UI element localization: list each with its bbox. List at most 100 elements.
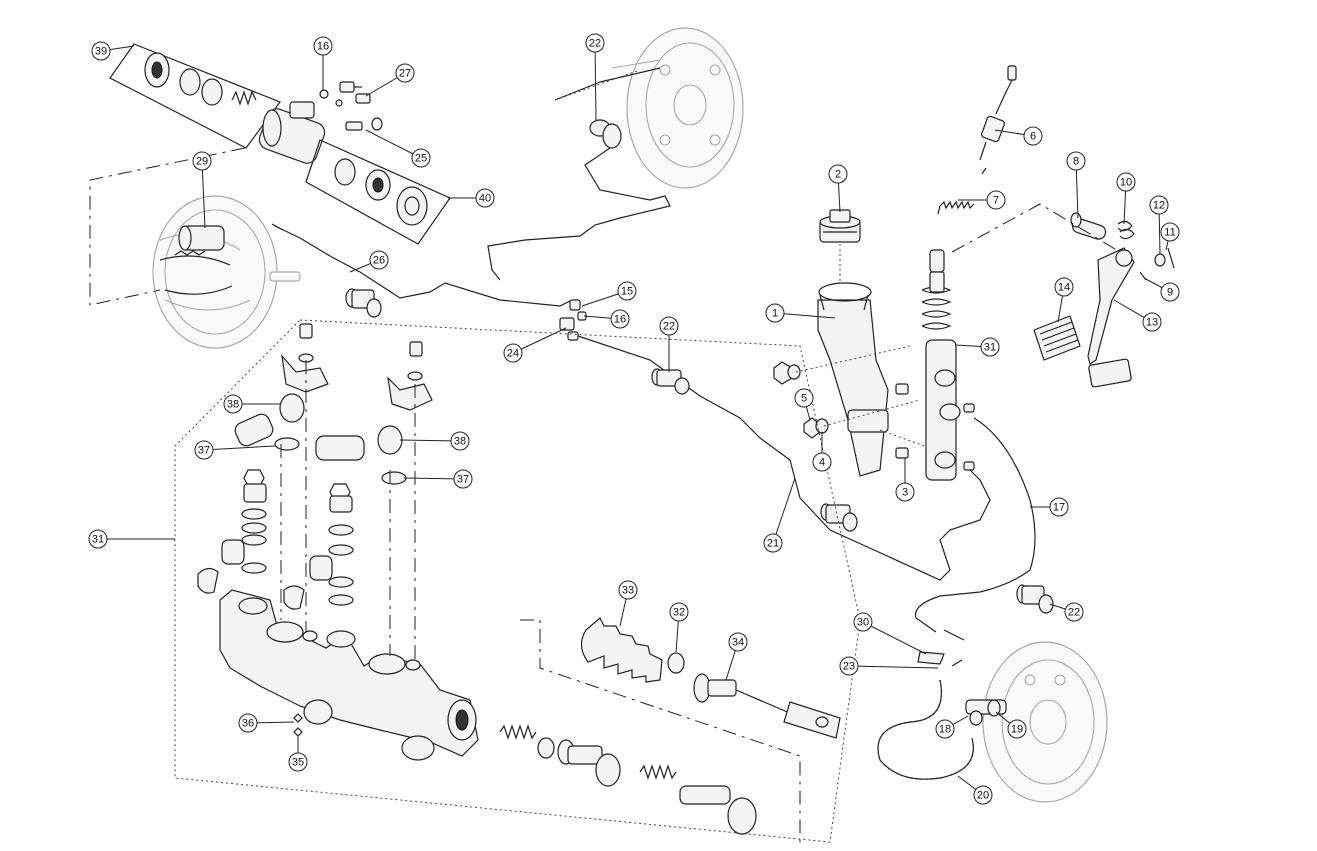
callout-number: 22 [1068,607,1080,619]
callout-number: 22 [589,38,601,50]
small-clips [1139,247,1175,281]
callout-c8: 8 [1066,151,1086,171]
callout-number: 17 [1053,502,1065,514]
callout-c11: 11 [1160,222,1180,242]
callout-circle [223,394,243,414]
leader-line-c23 [848,665,939,669]
callout-number: 38 [454,436,466,448]
callout-c31b: 31 [88,529,108,549]
callout-c34: 34 [728,632,748,652]
callout-c2: 2 [828,164,848,184]
callout-number: 9 [1167,287,1173,299]
grommet-22-mid [651,368,690,395]
callout-c29: 29 [192,151,212,171]
callout-circle [1064,602,1084,622]
lower-right-brake-plate [982,641,1108,803]
brake-line-upper [487,67,671,281]
callout-number: 37 [457,474,469,486]
grommet-22-lower [820,503,858,532]
callout-c33: 33 [618,580,638,600]
callout-c1: 1 [765,303,785,323]
callout-circle [288,752,308,772]
callout-circle [1066,151,1086,171]
callout-number: 24 [507,348,519,360]
stop-lamp-switch [979,65,1017,161]
callout-number: 26 [373,255,385,267]
callout-number: 33 [622,585,634,597]
callout-circle [238,713,258,733]
callout-circle [610,309,630,329]
callout-number: 27 [399,68,411,80]
callout-number: 6 [1030,131,1036,143]
callout-number: 23 [843,661,855,673]
leader-line-c21 [772,477,796,544]
callout-circle [1054,277,1074,297]
callout-c22a: 22 [585,33,605,53]
callout-number: 16 [614,314,626,326]
callout-circle [194,440,214,460]
callout-c4: 4 [812,452,832,472]
callout-number: 5 [801,393,807,405]
callout-circle [453,469,473,489]
callout-number: 21 [767,538,779,550]
banjo-fittings-right [283,483,354,610]
callout-circle [617,281,637,301]
callout-number: 15 [621,286,633,298]
callout-circle [88,529,108,549]
leader-line-c22a [594,42,597,121]
callout-number: 11 [1164,227,1175,239]
callout-c19: 19 [1007,719,1027,739]
grommet-22-right [1016,584,1054,614]
callout-c21: 21 [763,533,783,553]
callout-circle [659,316,679,336]
callout-c32: 32 [669,602,689,622]
bleed-screw-38-right [315,341,433,485]
callout-number: 31 [984,342,996,354]
callout-c13: 13 [1142,312,1162,332]
callout-number: 10 [1120,177,1132,189]
callout-number: 2 [835,169,841,181]
callout-c25: 25 [411,148,431,168]
callout-c6: 6 [1023,126,1043,146]
callout-circle [395,63,415,83]
callout-circle [986,190,1006,210]
piston-kit-group-40 [305,139,451,245]
callout-number: 35 [292,757,304,769]
callout-circle [895,482,915,502]
callout-c26: 26 [369,250,389,270]
master-cylinder-body [219,589,479,761]
leader-line-c38b [399,439,461,442]
brake-line-17 [914,417,1036,633]
callout-circle [828,164,848,184]
leader-line-c1 [774,312,836,319]
callout-number: 1 [772,308,778,320]
callout-circle [1023,126,1043,146]
callout-c18: 18 [935,719,955,739]
left-wheel-cylinder [159,225,233,295]
callout-c22b: 22 [659,316,679,336]
callout-circle [503,343,523,363]
callout-c12: 12 [1149,195,1169,215]
wheel-cylinder-body [258,101,326,164]
callout-c22c: 22 [1064,602,1084,622]
bleed-screw-38-left [234,323,329,451]
callout-circle [585,33,605,53]
callout-c40: 40 [475,188,495,208]
leader-line-c37a [203,445,276,451]
callout-circle [1160,222,1180,242]
clip-30 [917,629,965,667]
callout-circle [812,452,832,472]
callout-number: 32 [673,607,685,619]
callout-c16b: 16 [610,309,630,329]
callout-c20: 20 [973,785,993,805]
callout-circle [728,632,748,652]
banjo-fittings-left [197,469,267,594]
callout-number: 30 [857,617,869,629]
callout-circle [763,533,783,553]
callout-circle [411,148,431,168]
callout-circle [765,303,785,323]
callout-c9: 9 [1160,282,1180,302]
callout-circle [839,656,859,676]
leader-line-c30 [862,621,927,655]
